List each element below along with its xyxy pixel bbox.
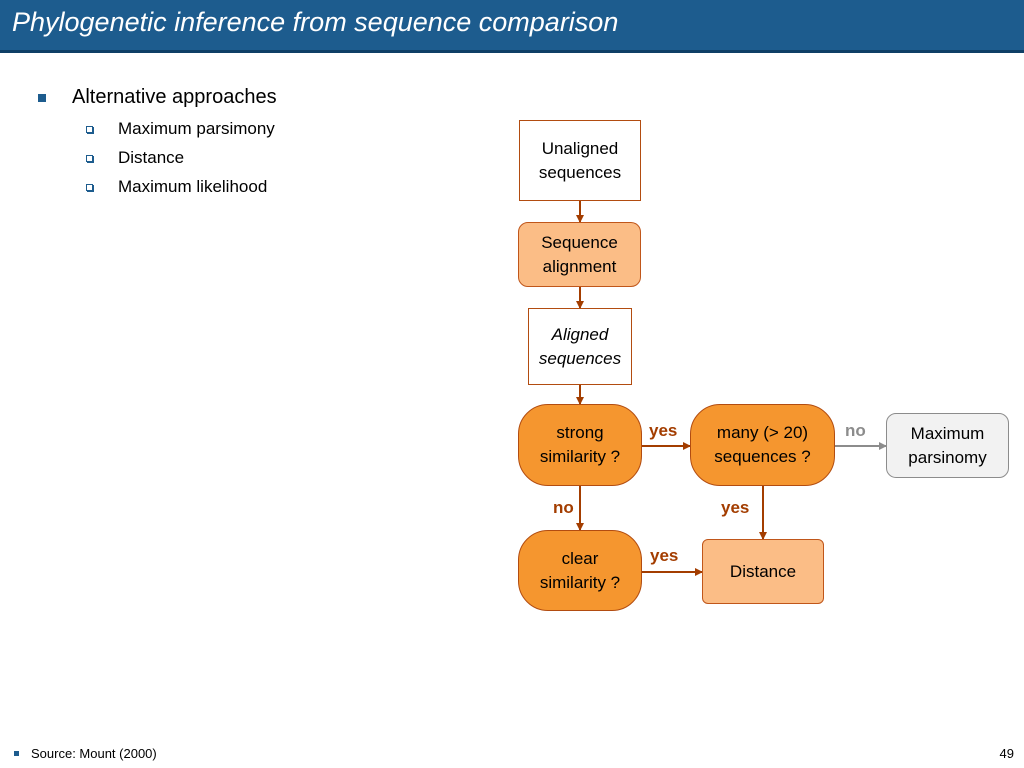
label-many-yes: yes [721, 498, 750, 517]
bullet-alternative-approaches: Alternative approaches [38, 86, 277, 109]
source-footer: Source: Mount (2000) [14, 746, 157, 761]
page-number: 49 [999, 746, 1014, 761]
hollow-square-bullet-icon [86, 154, 93, 162]
label-many-no: no [845, 421, 866, 440]
square-bullet-icon [38, 93, 46, 102]
node-maximum-parsinomy: Maximum parsinomy [886, 413, 1009, 478]
label-strong-yes: yes [649, 421, 678, 440]
node-clear-similarity: clear similarity ? [518, 530, 642, 611]
subbullet-text: Maximum likelihood [118, 177, 268, 196]
source-text: Source: Mount (2000) [31, 746, 157, 761]
title-bar: Phylogenetic inference from sequence com… [0, 0, 1024, 53]
node-aligned-sequences: Aligned sequences [528, 308, 632, 385]
node-distance: Distance [702, 539, 824, 604]
hollow-square-bullet-icon [86, 125, 93, 133]
slide-title: Phylogenetic inference from sequence com… [12, 7, 619, 37]
subbullet-text: Maximum parsimony [118, 119, 275, 138]
hollow-square-bullet-icon [86, 183, 93, 191]
node-many-sequences: many (> 20) sequences ? [690, 404, 835, 486]
label-strong-no: no [553, 498, 574, 517]
subbullet-distance: Distance [86, 148, 184, 168]
node-unaligned-sequences: Unaligned sequences [519, 120, 641, 201]
node-sequence-alignment: Sequence alignment [518, 222, 641, 287]
subbullet-maximum-parsimony: Maximum parsimony [86, 119, 275, 139]
bullet-text: Alternative approaches [72, 86, 277, 108]
square-bullet-icon [14, 751, 19, 756]
subbullet-text: Distance [118, 148, 185, 167]
subbullet-maximum-likelihood: Maximum likelihood [86, 177, 267, 197]
node-strong-similarity: strong similarity ? [518, 404, 642, 486]
label-clear-yes: yes [650, 546, 679, 565]
